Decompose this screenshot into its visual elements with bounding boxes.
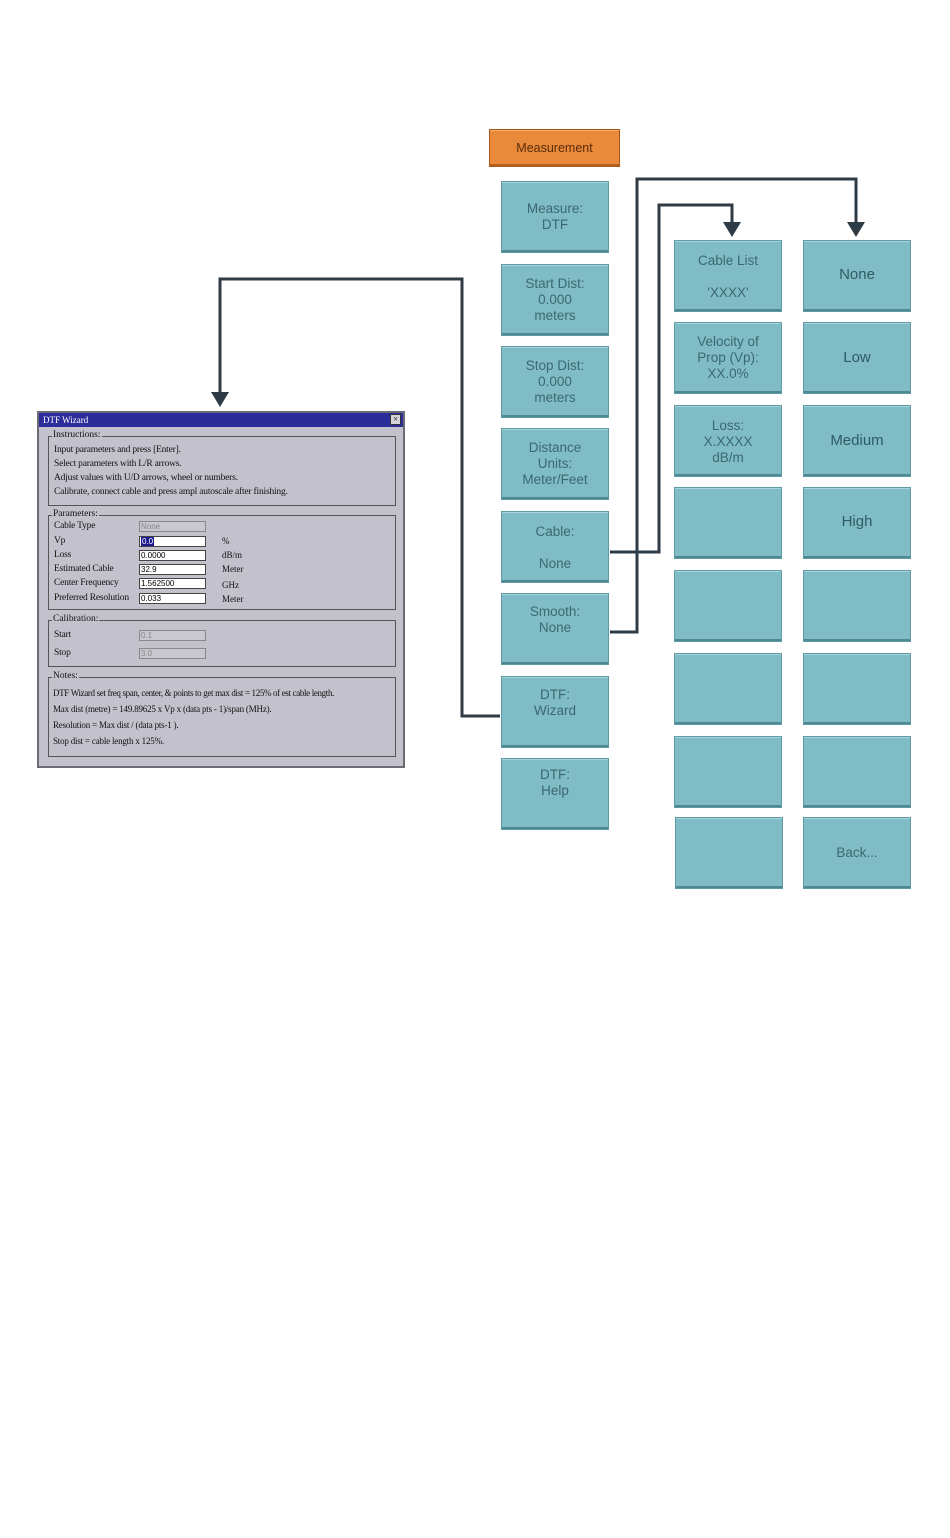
smooth-high-key[interactable]: High xyxy=(803,487,911,559)
calibration-group: Calibration: Start 0.1 Stop 3.0 xyxy=(48,614,396,667)
preferred-resolution-field[interactable]: 0.033 xyxy=(139,593,206,604)
estimated-cable-field[interactable]: 32.9 xyxy=(139,564,206,575)
calibration-stop-field[interactable]: 3.0 xyxy=(139,648,206,659)
smooth-blank-key-6[interactable] xyxy=(803,653,911,725)
center-frequency-unit: GHz xyxy=(222,580,239,590)
dtf-wizard-window: DTF Wizard × Instructions: Input paramet… xyxy=(37,411,405,768)
instruction-line: Calibrate, connect cable and press ampl … xyxy=(54,487,288,497)
vp-unit: % xyxy=(222,536,230,546)
smooth-blank-key-5[interactable] xyxy=(803,570,911,642)
center-frequency-field[interactable]: 1.562500 xyxy=(139,578,206,589)
cable-key[interactable]: Cable: None xyxy=(501,511,609,583)
start-dist-key[interactable]: Start Dist: 0.000 meters xyxy=(501,264,609,336)
instruction-line: Input parameters and press [Enter]. xyxy=(54,445,181,455)
calibration-stop-label: Stop xyxy=(54,648,71,658)
preferred-resolution-unit: Meter xyxy=(222,594,244,604)
notes-legend: Notes: xyxy=(52,671,79,681)
wizard-titlebar: DTF Wizard × xyxy=(39,413,403,427)
smooth-arrow-head xyxy=(847,222,865,237)
dtf-help-key[interactable]: DTF: Help xyxy=(501,758,609,830)
smooth-blank-key-7[interactable] xyxy=(803,736,911,808)
notes-group: Notes: DTF Wizard set freq span, center,… xyxy=(48,671,396,757)
calibration-start-label: Start xyxy=(54,630,71,640)
cable-blank-key-8[interactable] xyxy=(675,817,783,889)
measurement-header-button[interactable]: Measurement xyxy=(489,129,620,167)
cable-blank-key-4[interactable] xyxy=(674,487,782,559)
param-label-loss: Loss xyxy=(54,550,72,560)
loss-key[interactable]: Loss: X.XXXX dB/m xyxy=(674,405,782,477)
cable-blank-key-6[interactable] xyxy=(674,653,782,725)
close-icon[interactable]: × xyxy=(390,414,401,425)
cable-type-field[interactable]: None xyxy=(139,521,206,532)
distance-units-key[interactable]: Distance Units: Meter/Feet xyxy=(501,428,609,500)
smooth-none-key[interactable]: None xyxy=(803,240,911,312)
parameters-group: Parameters: Cable Type None Vp 0.0 % Los… xyxy=(48,509,396,610)
note-line: Stop dist = cable length x 125%. xyxy=(53,736,164,746)
param-label-preferred-resolution: Preferred Resolution xyxy=(54,593,129,603)
loss-unit: dB/m xyxy=(222,550,243,560)
cable-blank-key-5[interactable] xyxy=(674,570,782,642)
parameters-legend: Parameters: xyxy=(52,509,99,519)
loss-field[interactable]: 0.0000 xyxy=(139,550,206,561)
note-line: DTF Wizard set freq span, center, & poin… xyxy=(53,688,335,698)
cable-key-value: None xyxy=(538,556,572,571)
note-line: Resolution = Max dist / (data pts-1 ). xyxy=(53,720,179,730)
note-line: Max dist (metre) = 149.89625 x Vp x (dat… xyxy=(53,704,272,714)
back-key[interactable]: Back... xyxy=(803,817,911,889)
param-label-cable-type: Cable Type xyxy=(54,521,96,531)
instruction-line: Adjust values with U/D arrows, wheel or … xyxy=(54,473,238,483)
param-label-estimated-cable: Estimated Cable xyxy=(54,564,114,574)
smooth-medium-key[interactable]: Medium xyxy=(803,405,911,477)
instructions-legend: Instructions: xyxy=(52,430,102,440)
vp-value: 0.0 xyxy=(141,537,155,546)
estimated-cable-unit: Meter xyxy=(222,564,244,574)
smooth-key[interactable]: Smooth: None xyxy=(501,593,609,665)
cable-blank-key-7[interactable] xyxy=(674,736,782,808)
measure-dtf-key[interactable]: Measure: DTF xyxy=(501,181,609,253)
instruction-line: Select parameters with L/R arrows. xyxy=(54,459,182,469)
cable-list-key[interactable]: Cable List 'XXXX' xyxy=(674,240,782,312)
param-label-vp: Vp xyxy=(54,536,66,546)
instructions-group: Instructions: Input parameters and press… xyxy=(48,430,396,506)
stop-dist-key[interactable]: Stop Dist: 0.000 meters xyxy=(501,346,609,418)
dtf-wizard-key[interactable]: DTF: Wizard xyxy=(501,676,609,748)
cable-arrow-head xyxy=(723,222,741,237)
cable-key-title: Cable: xyxy=(535,524,575,539)
param-label-center-frequency: Center Frequency xyxy=(54,578,119,588)
wizard-arrow-head xyxy=(211,392,229,407)
calibration-legend: Calibration: xyxy=(52,614,100,624)
velocity-of-prop-key[interactable]: Velocity of Prop (Vp): XX.0% xyxy=(674,322,782,394)
vp-field[interactable]: 0.0 xyxy=(139,536,206,547)
calibration-start-field[interactable]: 0.1 xyxy=(139,630,206,641)
smooth-low-key[interactable]: Low xyxy=(803,322,911,394)
wizard-title: DTF Wizard xyxy=(43,415,89,425)
